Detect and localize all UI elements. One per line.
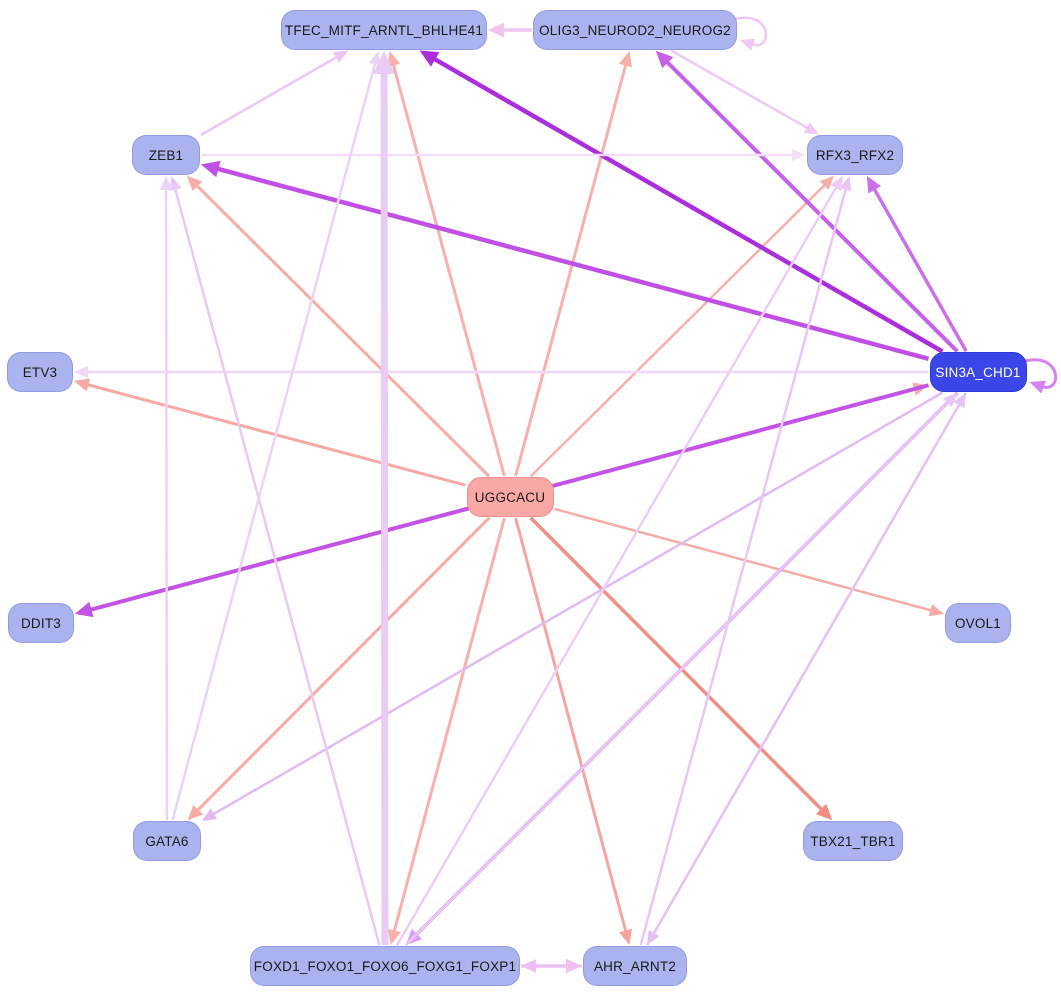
edge-ahr-rfx3-arrowhead [839, 175, 852, 192]
edge-uggcacu-rfx3-arrowhead [819, 175, 835, 190]
edge-uggcacu-ovol1-arrowhead [928, 604, 945, 617]
edge-sin3a-sin3a-arrowhead [1029, 380, 1046, 394]
node-gata6[interactable]: GATA6 [133, 821, 201, 861]
edge-sin3a-tfec [432, 56, 944, 354]
edge-sin3a-olig3 [664, 59, 959, 353]
edge-sin3a-rfx3 [872, 187, 968, 352]
edge-uggcacu-ahr [514, 517, 628, 933]
edge-foxd1-rfx3-arrowhead [830, 175, 843, 192]
node-label: ETV3 [22, 364, 58, 380]
edge-zeb1-tfec-arrowhead [332, 50, 349, 63]
node-sin3a[interactable]: SIN3A_CHD1 [929, 352, 1027, 392]
node-label: FOXD1_FOXO1_FOXO6_FOXG1_FOXP1 [253, 958, 517, 974]
node-label: AHR_ARNT2 [593, 958, 677, 974]
edge-gata6-tfec [171, 62, 377, 821]
edge-uggcacu-ahr-arrowhead [618, 928, 633, 946]
node-label: TBX21_TBR1 [810, 833, 896, 849]
node-ddit3[interactable]: DDIT3 [8, 603, 74, 643]
edge-uggcacu-olig3 [514, 63, 628, 477]
edge-foxd1-zeb1-arrowhead [169, 175, 182, 192]
node-etv3[interactable]: ETV3 [7, 352, 73, 392]
edge-uggcacu-gata6-arrowhead [187, 804, 204, 821]
edge-uggcacu-ovol1 [554, 507, 933, 612]
edge-sin3a-olig3-arrowhead [655, 50, 674, 69]
edge-uggcacu-rfx3 [530, 183, 827, 478]
edge-sin3a-zeb1 [215, 166, 930, 361]
edge-uggcacu-olig3-arrowhead [618, 50, 633, 68]
edge-uggcacu-tbx21 [529, 516, 824, 812]
node-rfx3[interactable]: RFX3_RFX2 [807, 135, 903, 175]
node-label: TFEC_MITF_ARNTL_BHLHE41 [284, 22, 484, 38]
node-label: SIN3A_CHD1 [935, 364, 1021, 380]
edge-ahr-rfx3 [639, 187, 848, 946]
edge-uggcacu-tbx21-arrowhead [815, 803, 833, 821]
edge-uggcacu-etv3-arrowhead [73, 378, 91, 392]
edge-zeb1-rfx3-arrowhead [792, 148, 806, 162]
edge-foxd1-sin3a-arrowhead [943, 392, 958, 408]
edge-sin3a-etv3-arrowhead [74, 365, 88, 379]
edge-gata6-zeb1-arrowhead [159, 176, 173, 191]
edge-uggcacu-zeb1 [194, 183, 491, 478]
edge-olig3-olig3 [734, 16, 768, 47]
edge-gata6-tfec-arrowhead [368, 50, 381, 67]
edge-olig3-rfx3 [670, 49, 810, 130]
edge-ahr-sin3a [645, 402, 962, 946]
edge-sin3a-tfec-arrowhead [419, 50, 440, 67]
edge-uggcacu-tfec [391, 63, 506, 477]
node-uggcacu[interactable]: UGGCACU [466, 477, 554, 517]
edge-sin3a-ddit3-arrowhead [74, 601, 94, 618]
edge-foxd1-tfec [380, 71, 389, 946]
node-tbx21[interactable]: TBX21_TBR1 [803, 821, 903, 861]
node-label: ZEB1 [148, 147, 184, 163]
node-label: UGGCACU [474, 489, 546, 505]
node-label: GATA6 [145, 833, 189, 849]
edge-uggcacu-tfec-arrowhead [386, 50, 401, 68]
edge-olig3-rfx3-arrowhead [803, 122, 819, 135]
node-foxd1[interactable]: FOXD1_FOXO1_FOXO6_FOXG1_FOXP1 [250, 946, 520, 986]
node-zeb1[interactable]: ZEB1 [132, 135, 200, 175]
node-label: DDIT3 [20, 615, 61, 631]
node-label: OLIG3_NEUROD2_NEUROG2 [539, 22, 731, 38]
edge-uggcacu-zeb1-arrowhead [186, 175, 203, 192]
edge-olig3-tfec-arrowhead [488, 22, 504, 38]
edge-uggcacu-foxd1-arrowhead [387, 928, 402, 946]
edge-foxd1-sin3a [404, 400, 950, 947]
edge-ahr-sin3a-arrowhead [953, 392, 966, 409]
edge-foxd1-zeb1 [173, 187, 381, 946]
edge-sin3a-sin3a [1024, 358, 1058, 389]
edge-foxd1-rfx3 [396, 185, 838, 946]
node-ovol1[interactable]: OVOL1 [945, 603, 1011, 643]
edge-sin3a-gata6-arrowhead [201, 808, 218, 821]
node-olig3[interactable]: OLIG3_NEUROD2_NEUROG2 [533, 10, 737, 50]
node-ahr[interactable]: AHR_ARNT2 [583, 946, 687, 986]
edge-zeb1-tfec [200, 55, 339, 137]
edge-ahr-foxd1-arrowhead [521, 959, 536, 973]
node-label: OVOL1 [954, 615, 1002, 631]
edge-gata6-zeb1 [164, 187, 169, 821]
edge-foxd1-tfec-arrowhead [372, 51, 396, 75]
node-label: RFX3_RFX2 [815, 147, 895, 163]
edge-olig3-olig3-arrowhead [740, 38, 756, 51]
edge-uggcacu-gata6 [195, 516, 491, 813]
node-tfec[interactable]: TFEC_MITF_ARNTL_BHLHE41 [281, 10, 487, 50]
edge-sin3a-rfx3-arrowhead [866, 175, 882, 194]
edge-sin3a-gata6 [211, 391, 944, 816]
edge-uggcacu-foxd1 [392, 517, 506, 933]
edge-sin3a-zeb1-arrowhead [200, 160, 221, 178]
